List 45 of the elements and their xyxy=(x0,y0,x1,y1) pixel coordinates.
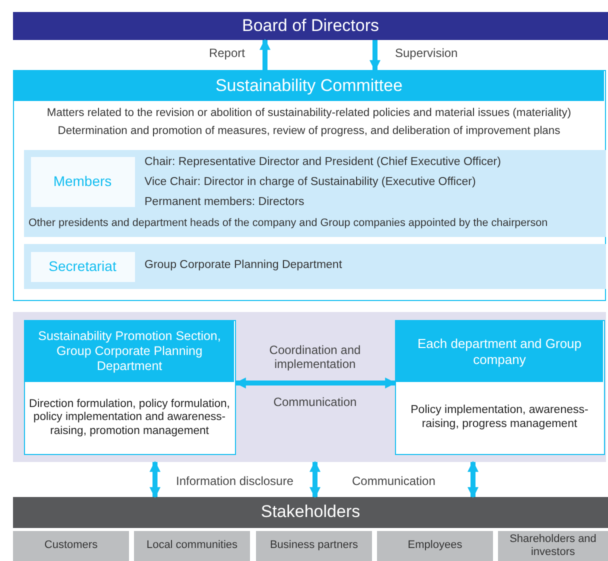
board-bar xyxy=(13,12,608,40)
annotation: Communication xyxy=(352,474,436,488)
arrow xyxy=(150,460,160,498)
stakeholder-group-box xyxy=(13,531,129,561)
node-title: Sustainability Committee xyxy=(14,71,604,101)
arrow xyxy=(468,460,478,498)
node-label: Business partners xyxy=(268,538,360,554)
description: Matters related to the revision or abolition of sustainability-related policies and material issues (materiality) xyxy=(46,106,572,121)
secretariat-tag xyxy=(30,252,134,282)
member-entry: Permanent members: Directors xyxy=(144,194,306,210)
member-entry: Other presidents and department heads of the company and Group companies appointed by the chairperson xyxy=(28,216,549,232)
section-box xyxy=(24,320,236,455)
node-label: Local communities xyxy=(145,538,239,554)
member-entry: Vice Chair: Director in charge of Sustainability (Executive Officer) xyxy=(144,174,477,190)
arrow xyxy=(370,40,380,72)
description: Direction formulation, policy formulation, policy implementation and awareness-raising, promotion management xyxy=(28,396,231,439)
node-title: Board of Directors xyxy=(241,14,380,37)
annotation: Information disclosure xyxy=(176,474,294,488)
node-title: Stakeholders xyxy=(260,501,362,524)
members-tag xyxy=(30,156,134,206)
node-label: Customers xyxy=(43,538,99,554)
department-box xyxy=(395,320,605,455)
node-label: Shareholders and investors xyxy=(508,532,598,560)
stakeholder-group-box xyxy=(498,531,608,561)
description: Determination and promotion of measures, review of progress, and deliberation of improvement plans xyxy=(56,124,562,139)
stakeholder-group-box xyxy=(377,531,493,561)
arrow xyxy=(260,38,270,70)
organization-band xyxy=(13,312,606,462)
stakeholder-group-box xyxy=(134,531,250,561)
arrow xyxy=(310,460,320,498)
node-title: Each department and Group company xyxy=(396,321,603,382)
member-entry: Chair: Representative Director and President (Chief Executive Officer) xyxy=(144,154,502,170)
committee-panel xyxy=(13,70,606,301)
annotation: Communication xyxy=(272,395,358,410)
arrow xyxy=(234,378,396,388)
secretariat-panel xyxy=(24,244,606,288)
tag-label: Secretariat xyxy=(48,257,118,276)
stakeholder-group-box xyxy=(256,531,372,561)
members-panel xyxy=(24,150,606,236)
node-title: Sustainability Promotion Section, Group Corporate Planning Department xyxy=(25,321,234,382)
stakeholders-bar xyxy=(13,497,608,528)
description: Policy implementation, awareness-raising, progress management xyxy=(410,403,590,432)
description: Group Corporate Planning Department xyxy=(144,258,344,273)
node-label: Employees xyxy=(406,538,464,554)
tag-label: Members xyxy=(52,172,113,192)
